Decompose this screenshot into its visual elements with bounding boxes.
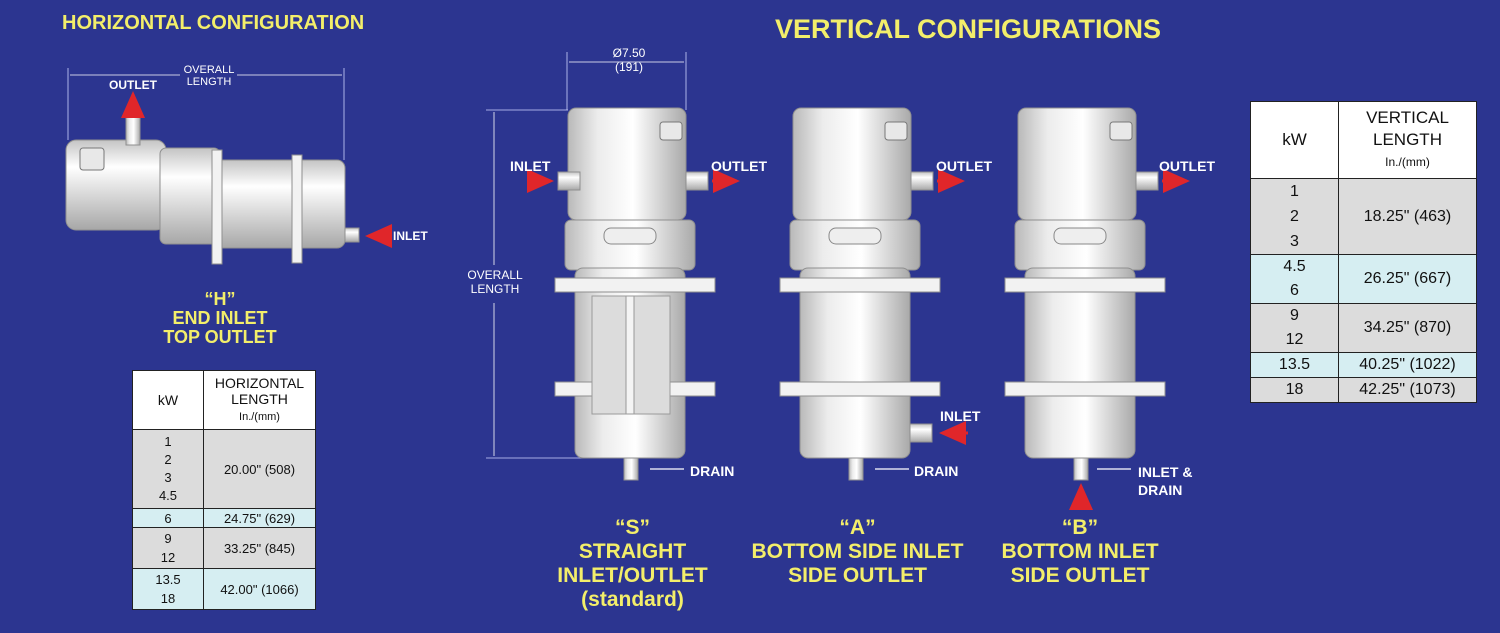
kw-header: kW [1250, 101, 1339, 179]
length-cell: 20.00" (508) [203, 429, 316, 509]
caption-code: “A” [839, 516, 876, 539]
length-cell: 18.25" (463) [1338, 178, 1477, 255]
caption-line: SIDE OUTLET [788, 564, 927, 587]
table-row: 13.5 40.25" (1022) [1250, 352, 1477, 378]
caption-code: “B” [1061, 516, 1099, 539]
table-row: 6 24.75" (629) [132, 508, 316, 528]
length-cell: 42.00" (1066) [203, 568, 316, 610]
a-drain-label: DRAIN [914, 463, 959, 479]
table-row: 18 42.25" (1073) [1250, 377, 1477, 403]
kw-header: kW [132, 370, 204, 430]
a-inlet-label: INLET [940, 408, 981, 424]
vertical-length-table: kW VERTICAL LENGTH In./(mm) 1 2 3 18.25"… [1250, 101, 1477, 403]
horizontal-caption: “H” END INLET TOP OUTLET [130, 290, 310, 347]
kw-cell: 1 2 3 4.5 [132, 429, 204, 509]
caption-s: “S” STRAIGHT INLET/OUTLET (standard) [530, 516, 735, 612]
length-header-title: VERTICAL LENGTH [1366, 108, 1449, 149]
caption-line: STRAIGHT [578, 540, 687, 563]
horizontal-overall-length-label: OVERALL LENGTH [183, 64, 235, 88]
caption-line: (standard) [581, 588, 684, 611]
table-header-row: kW HORIZONTAL LENGTH In./(mm) [132, 370, 316, 430]
caption-code: “H” [204, 289, 236, 309]
length-header-title: HORIZONTAL LENGTH [214, 375, 305, 407]
caption-a: “A” BOTTOM SIDE INLET SIDE OUTLET [735, 516, 980, 588]
table-row: 9 12 33.25" (845) [132, 527, 316, 569]
kw-cell: 18 [1250, 377, 1339, 403]
vertical-heater-s [527, 107, 740, 481]
length-header: HORIZONTAL LENGTH In./(mm) [203, 370, 316, 430]
table-row: 4.5 6 26.25" (667) [1250, 254, 1477, 304]
horizontal-title: HORIZONTAL CONFIGURATION [62, 12, 365, 34]
caption-line: BOTTOM SIDE INLET [751, 540, 964, 563]
a-outlet-label: OUTLET [936, 158, 992, 174]
table-row: 1 2 3 4.5 20.00" (508) [132, 429, 316, 509]
vertical-heater-a [779, 107, 968, 481]
horizontal-inlet-label: INLET [393, 229, 428, 243]
kw-cell: 9 12 [1250, 303, 1339, 353]
length-cell: 42.25" (1073) [1338, 377, 1477, 403]
caption-code: “S” [614, 516, 650, 539]
table-row: 1 2 3 18.25" (463) [1250, 178, 1477, 255]
length-cell: 24.75" (629) [203, 508, 316, 528]
kw-cell: 1 2 3 [1250, 178, 1339, 255]
table-header-row: kW VERTICAL LENGTH In./(mm) [1250, 101, 1477, 179]
length-cell: 40.25" (1022) [1338, 352, 1477, 378]
s-drain-label: DRAIN [690, 463, 735, 479]
vertical-heater-b [1004, 107, 1190, 510]
kw-cell: 13.5 18 [132, 568, 204, 610]
caption-line: END INLET [172, 308, 268, 328]
kw-cell: 6 [132, 508, 204, 528]
table-row: 9 12 34.25" (870) [1250, 303, 1477, 353]
kw-cell: 9 12 [132, 527, 204, 569]
vertical-title: VERTICAL CONFIGURATIONS [775, 14, 1162, 44]
b-inlet-drain-label: INLET & DRAIN [1138, 464, 1193, 498]
length-cell: 33.25" (845) [203, 527, 316, 569]
kw-cell: 13.5 [1250, 352, 1339, 378]
horizontal-heater [65, 68, 392, 265]
caption-line: TOP OUTLET [163, 327, 277, 347]
diameter-label: Ø7.50 (191) [612, 46, 646, 74]
table-row: 13.5 18 42.00" (1066) [132, 568, 316, 610]
b-outlet-label: OUTLET [1159, 158, 1215, 174]
s-outlet-label: OUTLET [711, 158, 767, 174]
s-inlet-label: INLET [510, 158, 551, 174]
units-label: In./(mm) [1385, 155, 1430, 169]
length-cell: 34.25" (870) [1338, 303, 1477, 353]
caption-line: SIDE OUTLET [1010, 564, 1150, 587]
units-label: In./(mm) [239, 411, 280, 423]
horizontal-length-table: kW HORIZONTAL LENGTH In./(mm) 1 2 3 4.5 … [132, 370, 316, 610]
kw-cell: 4.5 6 [1250, 254, 1339, 304]
vertical-overall-length-label: OVERALL LENGTH [467, 268, 523, 296]
length-header: VERTICAL LENGTH In./(mm) [1338, 101, 1477, 179]
horizontal-outlet-label: OUTLET [109, 78, 157, 92]
caption-line: BOTTOM INLET [1001, 540, 1159, 563]
vertical-dimensions [486, 52, 687, 459]
caption-b: “B” BOTTOM INLET SIDE OUTLET [985, 516, 1175, 588]
length-cell: 26.25" (667) [1338, 254, 1477, 304]
caption-line: INLET/OUTLET [557, 564, 708, 587]
